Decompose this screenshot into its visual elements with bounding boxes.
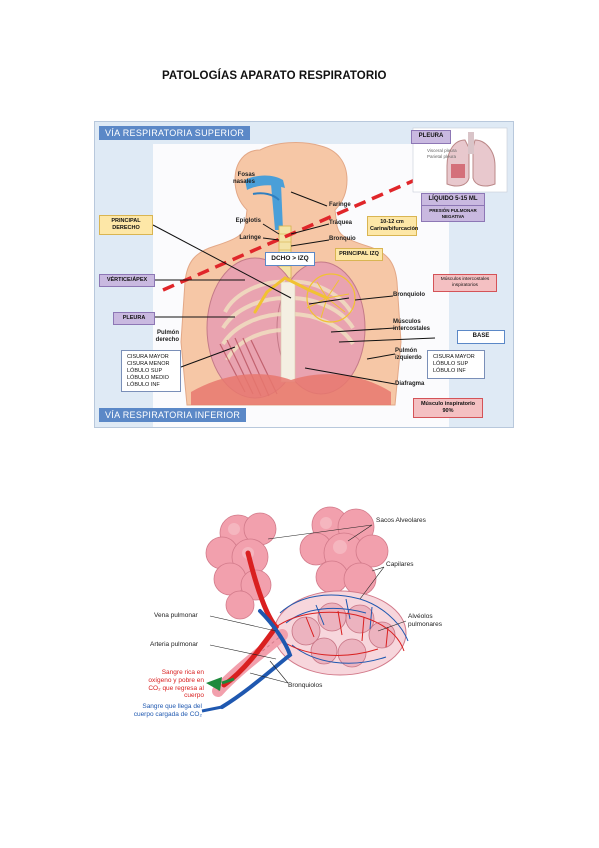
label-alveolos: Alvéolos pulmonares [408, 613, 442, 628]
inset-label-visceral: Visceral pleura [427, 148, 457, 153]
label-traquea: Tráquea [329, 220, 353, 226]
principal-izq-box: PRINCIPAL IZQ [335, 248, 383, 261]
alveoli-figure: Sacos Alveolares Capilares Alvéolos pulm… [110, 495, 480, 725]
inset-label-parietal: Parietal pleura [427, 154, 457, 159]
label-vena-pulmonar: Vena pulmonar [154, 612, 198, 619]
principal-derecho-box: PRINCIPAL DERECHO [99, 215, 153, 235]
vertice-box: VÉRTICE/ÁPEX [99, 274, 155, 287]
right-lung-list: CISURA MAYOR CISURA MENOR LÓBULO SUP LÓB… [121, 350, 181, 393]
label-diafragma: Diafragma [395, 381, 425, 387]
left-lung-list: CISURA MAYOR LÓBULO SUP LÓBULO INF [427, 350, 485, 379]
label-bronquiolo: Bronquiolo [393, 292, 425, 298]
base-box: BASE [457, 330, 505, 344]
label-arteria-pulmonar: Arteria pulmonar [150, 641, 199, 648]
label-pulmon-derecho: Pulmón derecho [155, 330, 179, 343]
header-lower-airway: VÍA RESPIRATORIA INFERIOR [99, 408, 247, 422]
list-item: LÓBULO MEDIO [127, 374, 169, 381]
label-fosas: Fosas nasales [232, 172, 255, 185]
label-bronquiolos: Bronquiolos [288, 682, 323, 689]
list-item: LÓBULO INF [433, 367, 466, 374]
label-faringe: Faringe [329, 202, 351, 208]
alveoli-illustration [201, 506, 409, 713]
dcho-izq-box: DCHO > IZQ [265, 252, 315, 267]
list-item: LÓBULO SUP [127, 367, 163, 374]
label-musculos: Músculos intercostales [393, 319, 431, 332]
carina-box: 10-12 cm Carina/bifurcación [367, 216, 418, 236]
list-item: CISURA MAYOR [127, 354, 169, 360]
label-epiglotis: Epiglotis [235, 218, 261, 224]
list-item: LÓBULO SUP [433, 360, 469, 367]
page-title: PATOLOGÍAS APARATO RESPIRATORIO [162, 70, 387, 82]
label-sangre-cargada: Sangre que llega del cuerpo cargada de C… [133, 703, 202, 718]
label-laringe: Laringe [239, 235, 261, 241]
label-sacos-alveolares: Sacos Alveolares [376, 517, 426, 524]
muscles-inspiratory-box: Músculos intercostales inspiratorios [433, 274, 497, 292]
pleura-side-box: PLEURA [113, 312, 155, 325]
list-item: LÓBULO INF [127, 381, 160, 388]
header-upper-airway: VÍA RESPIRATORIA SUPERIOR [99, 126, 251, 140]
diaphragm-box: Músculo inspiratorio 90% [413, 398, 483, 418]
label-bronquio: Bronquio [329, 236, 356, 242]
respiratory-anatomy-illustration [152, 127, 508, 406]
pressure-box: PRESIÓN PULMONAR NEGATIVA [421, 205, 485, 223]
list-item: CISURA MAYOR [433, 354, 475, 360]
respiratory-system-figure: VÍA RESPIRATORIA SUPERIOR VÍA RESPIRATOR… [94, 121, 514, 428]
label-pulmon-izquierdo: Pulmón izquierdo [395, 348, 422, 361]
list-item: CISURA MENOR [127, 360, 170, 367]
pleura-box-top: PLEURA [411, 130, 451, 144]
label-capilares: Capilares [386, 561, 414, 568]
label-sangre-rica: Sangre rica en oxígeno y pobre en CO₂ qu… [148, 669, 204, 700]
